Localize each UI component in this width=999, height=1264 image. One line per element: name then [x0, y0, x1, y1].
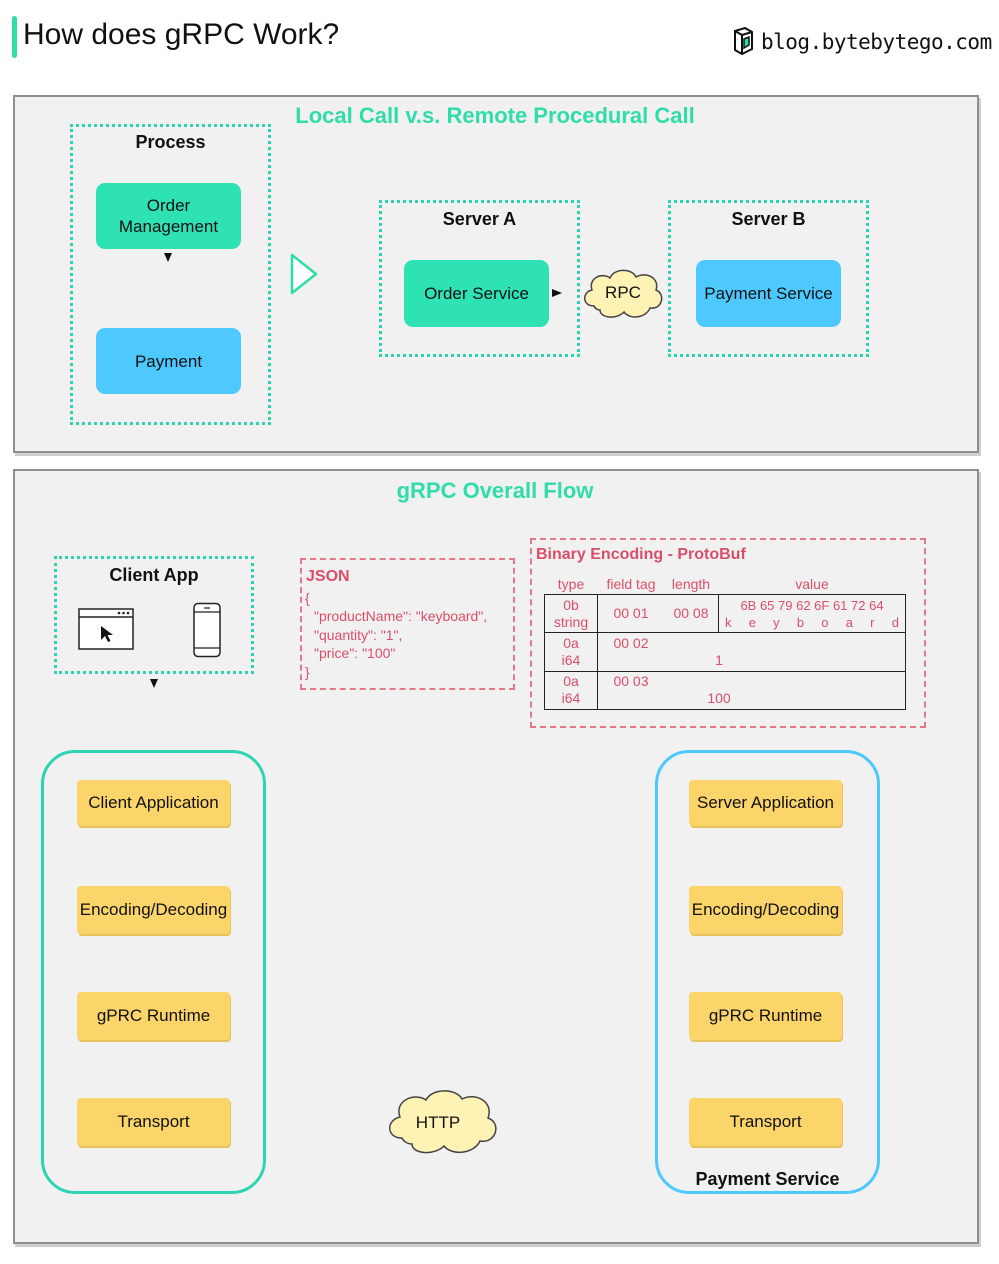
server-encoding-layer: Encoding/Decoding [689, 886, 842, 934]
table-row: 0a i64 00 03 100 [544, 670, 906, 711]
protobuf-table: 0b string 00 01 00 08 6B 65 79 62 6F 61 … [544, 593, 906, 711]
title-accent-bar [12, 16, 17, 58]
server-transport-layer: Transport [689, 1098, 842, 1146]
server-stack-container [655, 750, 880, 1194]
value-char: e [748, 614, 756, 630]
local-vs-rpc-title: Local Call v.s. Remote Procedural Call [295, 103, 695, 128]
json-line: "price": "100" [314, 645, 396, 661]
payment-service-label: Payment Service [695, 1169, 840, 1189]
type-name: i64 [561, 690, 581, 707]
json-title: JSON [306, 568, 350, 585]
client-app-label: Client App [109, 565, 199, 585]
protobuf-box [530, 538, 926, 728]
grpc-flow-title: gRPC Overall Flow [396, 478, 594, 503]
json-line: } [305, 664, 310, 680]
header-length: length [671, 576, 711, 592]
protobuf-title: Binary Encoding - ProtoBuf [536, 546, 746, 563]
server-b-box [668, 200, 869, 357]
payment-service-box: Payment Service [696, 260, 841, 327]
order-to-payment-arrow [164, 253, 172, 262]
value-char: a [845, 614, 853, 630]
field-and-value-cell: 00 03 100 [597, 670, 906, 711]
http-cloud-icon [389, 1090, 497, 1154]
client-to-stack-arrow [150, 679, 158, 688]
header-value: value [795, 576, 829, 592]
value-char: r [870, 614, 875, 630]
process-label: Process [135, 132, 206, 152]
bytebytego-logo-icon [734, 27, 753, 55]
type-code: 0b [563, 596, 579, 613]
type-cell: 0a i64 [544, 632, 598, 672]
order-management-line2: Management [118, 217, 219, 236]
client-app-box [54, 556, 254, 674]
server-a-box [379, 200, 580, 357]
type-name: string [553, 613, 589, 630]
field-tag-cell: 00 01 [597, 593, 664, 634]
browser-window-icon [78, 608, 134, 650]
value-char: k [725, 614, 732, 630]
client-stack-container [41, 750, 266, 1194]
type-code: 0a [563, 634, 579, 651]
comparison-triangle-icon [290, 253, 318, 295]
value-hex: 6B 65 79 62 6F 61 72 64 [740, 597, 884, 613]
value-text: 100 [707, 690, 731, 707]
value-cell: 6B 65 79 62 6F 61 72 64 k e y b o a r d [718, 593, 906, 634]
mobile-phone-icon [193, 602, 221, 658]
site-url: blog.bytebytego.com [761, 30, 992, 54]
type-cell: 0a i64 [544, 670, 598, 711]
rpc-label: RPC [605, 283, 641, 302]
table-row: 0a i64 00 02 1 [544, 632, 906, 672]
client-runtime-layer: gPRC Runtime [77, 992, 230, 1040]
json-box [300, 558, 515, 690]
field-tag-text: 00 03 [613, 673, 649, 690]
value-char: y [773, 614, 780, 630]
value-char: b [796, 614, 805, 630]
process-box [70, 124, 271, 425]
value-chars: k e y b o a r d [719, 614, 905, 631]
json-line: "quantity": "1", [314, 627, 403, 643]
server-b-label: Server B [731, 209, 806, 229]
server-runtime-layer: gPRC Runtime [689, 992, 842, 1040]
type-name: i64 [561, 651, 581, 668]
server-application-layer: Server Application [689, 780, 842, 826]
order-management-line1: Order [146, 196, 191, 215]
table-row: 0b string 00 01 00 08 6B 65 79 62 6F 61 … [544, 593, 906, 634]
header-field-tag: field tag [606, 576, 656, 592]
order-management-box: Order Management [96, 183, 241, 249]
value-char: d [891, 614, 899, 630]
server-a-label: Server A [442, 209, 517, 229]
value-char: o [821, 614, 829, 630]
field-tag-text: 00 02 [613, 634, 649, 651]
length-cell: 00 08 [664, 593, 719, 634]
rpc-cloud-icon [584, 269, 663, 318]
client-transport-layer: Transport [77, 1098, 230, 1146]
json-line: "productName": "keyboard", [314, 608, 488, 624]
json-line: { [305, 590, 310, 606]
order-to-rpc-arrow [552, 289, 562, 297]
field-and-value-cell: 00 02 1 [597, 632, 906, 672]
client-application-layer: Client Application [77, 780, 230, 826]
payment-box: Payment [96, 328, 241, 394]
header-type: type [557, 576, 585, 592]
type-cell: 0b string [544, 593, 598, 634]
value-text: 1 [715, 651, 723, 668]
page-title: How does gRPC Work? [23, 18, 340, 51]
type-code: 0a [563, 673, 579, 690]
client-encoding-layer: Encoding/Decoding [77, 886, 230, 934]
order-service-box: Order Service [404, 260, 549, 327]
http-label: HTTP [415, 1113, 461, 1132]
